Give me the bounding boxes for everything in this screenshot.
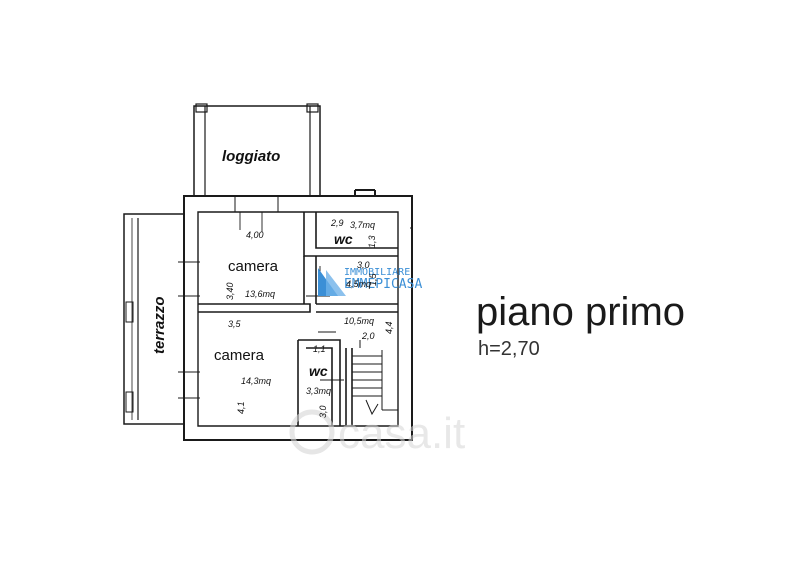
wc1-dim-b: 1,3: [367, 235, 377, 248]
camera2-dim-top: 3,5: [228, 319, 242, 329]
camera1-label: camera: [228, 258, 279, 275]
window-marks: [178, 196, 412, 399]
outer-walls: [183, 189, 413, 441]
disimpegno-dim-b: 1,5: [368, 272, 378, 286]
wc2-dim-b: 3,0: [318, 405, 328, 418]
camera1-dim-side: 3,40: [225, 282, 235, 300]
wc1-label: wc: [334, 231, 353, 247]
wc2-label: wc: [309, 363, 328, 379]
watermark-text: casa.it: [338, 409, 465, 458]
brand-logo-icon: [318, 268, 346, 296]
camera2-dim-side: 4,1: [236, 401, 246, 414]
brand-line1: IMMOBILIARE: [344, 267, 410, 278]
wc1-area: 3,7mq: [350, 220, 375, 230]
wc2-dim-a: 1,1: [313, 344, 326, 354]
wc2-area: 3,3mq: [306, 386, 331, 396]
staircase: [352, 340, 398, 416]
wc1-dim-a: 2,9: [330, 218, 344, 228]
disimpegno-area: 4,5mq: [346, 279, 371, 289]
watermark: casa.it: [289, 409, 465, 458]
terrazzo-label: terrazzo: [151, 296, 168, 354]
scala-dim-b: 4,4: [384, 321, 394, 334]
camera2-label: camera: [214, 347, 265, 364]
loggiato-label: loggiato: [222, 148, 280, 165]
brand-line2: EMMEPICASA: [344, 277, 422, 292]
camera1-dim-top: 4,00: [246, 230, 264, 240]
disimpegno-dim-a: 3,0: [357, 260, 370, 270]
camera2-area: 14,3mq: [241, 376, 271, 386]
floor-title: piano primo: [476, 290, 685, 334]
ceiling-height: h=2,70: [478, 338, 540, 360]
scala-area: 10,5mq: [344, 316, 374, 326]
camera1-area: 13,6mq: [245, 289, 275, 299]
scala-dim-a: 2,0: [361, 331, 375, 341]
